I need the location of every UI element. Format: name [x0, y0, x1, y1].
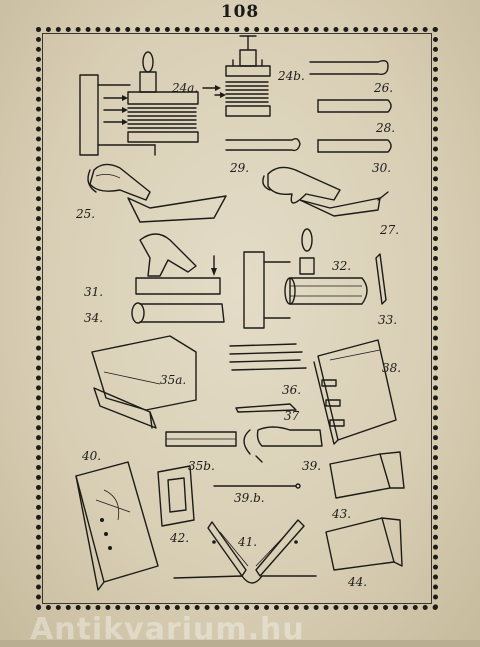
fig-42-label: 42. [169, 531, 189, 545]
fig-31-label: 31. [84, 285, 103, 299]
fig-42-block-drawing [157, 465, 195, 527]
fig-33-tool-drawing [375, 253, 387, 305]
fig-41-open-book-drawing [173, 519, 317, 584]
fig-34-label: 34. [84, 311, 103, 325]
fig-27-label: 27. [379, 223, 399, 237]
fig-35b-label: 35b. [188, 459, 215, 473]
watermark-text: Antikvarium.hu [30, 612, 305, 647]
fig-24b-press-drawing [214, 35, 271, 117]
fig-43-block-drawing [329, 451, 405, 499]
fig-24a-press-drawing [79, 51, 199, 156]
fig-39-spine-drawing [256, 426, 323, 447]
inner-frame-line [42, 33, 432, 604]
fig-40-book-drawing [75, 461, 159, 591]
fig-39b-tool-drawing [213, 483, 301, 489]
fig-35a-book-drawing [91, 335, 197, 429]
fig-35a-label: 35a. [160, 373, 186, 387]
fig-36-label: 36. [282, 383, 301, 397]
fig-24a-label: 24a. [171, 81, 198, 95]
fig-29-rod-drawing [225, 137, 301, 152]
fig-39b-label: 39.b. [234, 491, 265, 505]
fig-43-label: 43. [331, 507, 351, 521]
fig-25-hand-drawing [87, 163, 227, 223]
fig-28-label: 28. [375, 121, 395, 135]
fig-38-book-drawing [313, 339, 397, 445]
fig-30-spine-drawing [317, 139, 392, 153]
fig-33-label: 33. [378, 313, 397, 327]
fig-32-press-drawing [243, 228, 368, 329]
fig-27-hand-drawing [262, 166, 389, 217]
fig-44-block-drawing [325, 517, 403, 571]
dotted-frame [36, 27, 438, 610]
fig-34-spine-drawing [131, 302, 225, 324]
fig-30-label: 30. [372, 161, 391, 175]
fig-25-label: 25. [75, 207, 95, 221]
fig-36-strips-drawing [229, 343, 307, 413]
fig-35b-spine-drawing [165, 429, 263, 463]
fig-26-label: 26. [373, 81, 393, 95]
fig-24b-label: 24b. [277, 69, 305, 83]
fig-32-label: 32. [332, 259, 351, 273]
fig-37-label: 37 [284, 409, 300, 423]
fig-31-hand-drawing [135, 233, 221, 295]
fig-26-spine-drawing [309, 59, 389, 76]
fig-39-label: 39. [302, 459, 321, 473]
fig-28-spine-drawing [317, 99, 392, 113]
page-number: 108 [220, 2, 260, 22]
fig-38-label: 38. [382, 361, 401, 375]
fig-40-label: 40. [81, 449, 101, 463]
fig-44-label: 44. [347, 575, 367, 589]
fig-41-label: 41. [237, 535, 257, 549]
fig-29-label: 29. [229, 161, 249, 175]
